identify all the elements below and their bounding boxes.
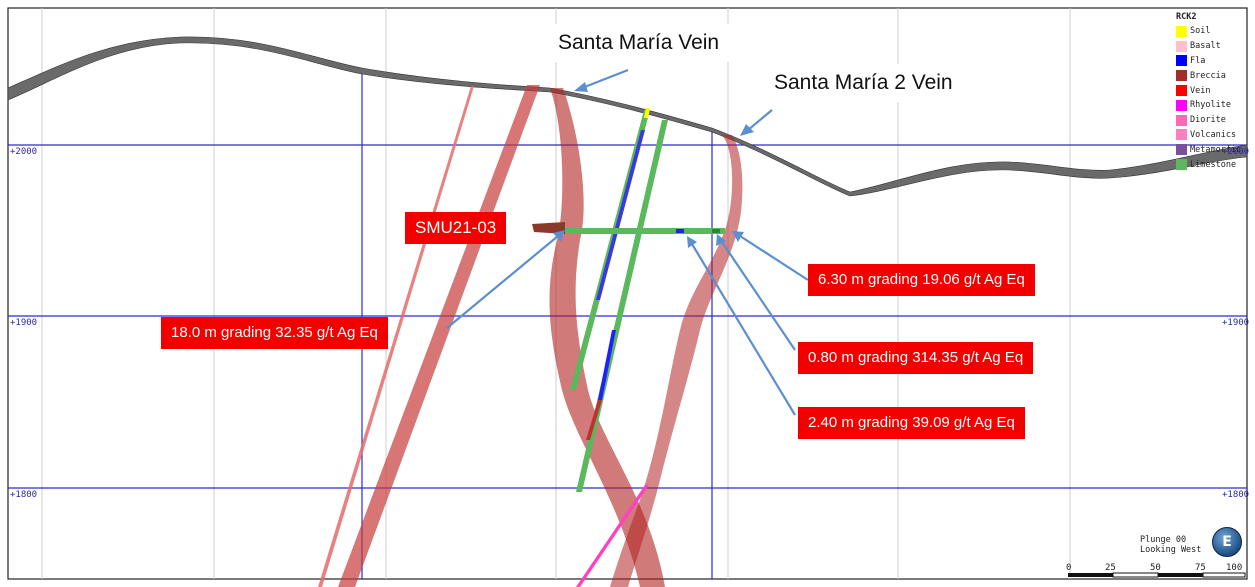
legend-swatch <box>1176 159 1187 171</box>
scale-tick-label: 100 <box>1226 563 1243 573</box>
elevation-label-left: +2000 <box>10 147 38 157</box>
legend-swatch <box>1176 99 1187 111</box>
compass-icon: E <box>1212 527 1242 557</box>
drillhole-traces <box>532 108 725 587</box>
elevation-label-right: +1800 <box>1222 490 1250 500</box>
legend-label: Diorite <box>1190 115 1226 126</box>
legend-swatch <box>1176 85 1187 97</box>
legend-swatch <box>1176 129 1187 141</box>
legend-item: Diorite <box>1176 113 1248 128</box>
legend-title: RCK2 <box>1176 12 1197 22</box>
legend-item: Basalt <box>1176 39 1248 54</box>
elevation-label-right: +1900 <box>1222 318 1250 328</box>
legend-item: Rhyolite <box>1176 98 1248 113</box>
scale-tick-label: 50 <box>1150 563 1161 573</box>
scale-tick-label: 75 <box>1195 563 1206 573</box>
leader-arrows <box>446 68 809 416</box>
legend-label: Breccia <box>1190 70 1226 81</box>
intercept-callout: 2.40 m grading 39.09 g/t Ag Eq <box>798 407 1025 439</box>
legend-label: Vein <box>1190 85 1211 96</box>
drillhole-label: SMU21-03 <box>405 212 507 244</box>
santa-maria-vein <box>549 88 665 587</box>
legend-item: Volcanics <box>1176 128 1248 143</box>
legend-item: Breccia <box>1176 68 1248 83</box>
scale-tick-label: 25 <box>1105 563 1116 573</box>
legend-swatch <box>1176 25 1187 37</box>
legend-item: Vein <box>1176 83 1248 98</box>
legend-label: Fla <box>1190 55 1206 66</box>
legend-label: Limestone <box>1190 159 1237 170</box>
legend-item: Fla <box>1176 54 1248 69</box>
legend-label: Rhyolite <box>1190 100 1231 111</box>
orientation-text: Plunge 00 Looking West <box>1140 535 1201 555</box>
santa-maria-2-vein-label: Santa María 2 Vein <box>764 64 963 102</box>
legend-swatch <box>1176 114 1187 126</box>
elevation-label-right: +2000 <box>1222 147 1250 157</box>
santa-maria-vein-label: Santa María Vein <box>548 24 730 62</box>
intercept-callout: 0.80 m grading 314.35 g/t Ag Eq <box>798 342 1034 374</box>
legend-swatch <box>1176 55 1187 67</box>
intercept-callout: 18.0 m grading 32.35 g/t Ag Eq <box>161 317 388 349</box>
legend-label: Volcanics <box>1190 129 1237 140</box>
plunge-label: Plunge 00 <box>1140 535 1187 545</box>
elevation-label-left: +1800 <box>10 490 38 500</box>
topography-surface <box>7 36 1248 197</box>
legend-item: Limestone <box>1176 157 1248 172</box>
scale-bar-graphic <box>1068 572 1246 578</box>
elevation-label-left: +1900 <box>10 318 38 328</box>
fault-planes <box>318 85 540 587</box>
legend-label: Basalt <box>1190 41 1221 52</box>
legend-label: Metamorfic <box>1190 144 1242 155</box>
santa-maria-2-vein <box>610 135 743 587</box>
intercept-callout: 6.30 m grading 19.06 g/t Ag Eq <box>808 264 1035 296</box>
legend-item: Metamorfic <box>1176 142 1248 157</box>
legend-swatch <box>1176 144 1187 156</box>
legend-swatch <box>1176 40 1187 52</box>
legend-label: Soil <box>1190 26 1211 37</box>
looking-label: Looking West <box>1140 545 1202 555</box>
legend-item: Soil <box>1176 24 1248 39</box>
legend-swatch <box>1176 70 1187 82</box>
scale-tick-label: 0 <box>1066 563 1072 573</box>
